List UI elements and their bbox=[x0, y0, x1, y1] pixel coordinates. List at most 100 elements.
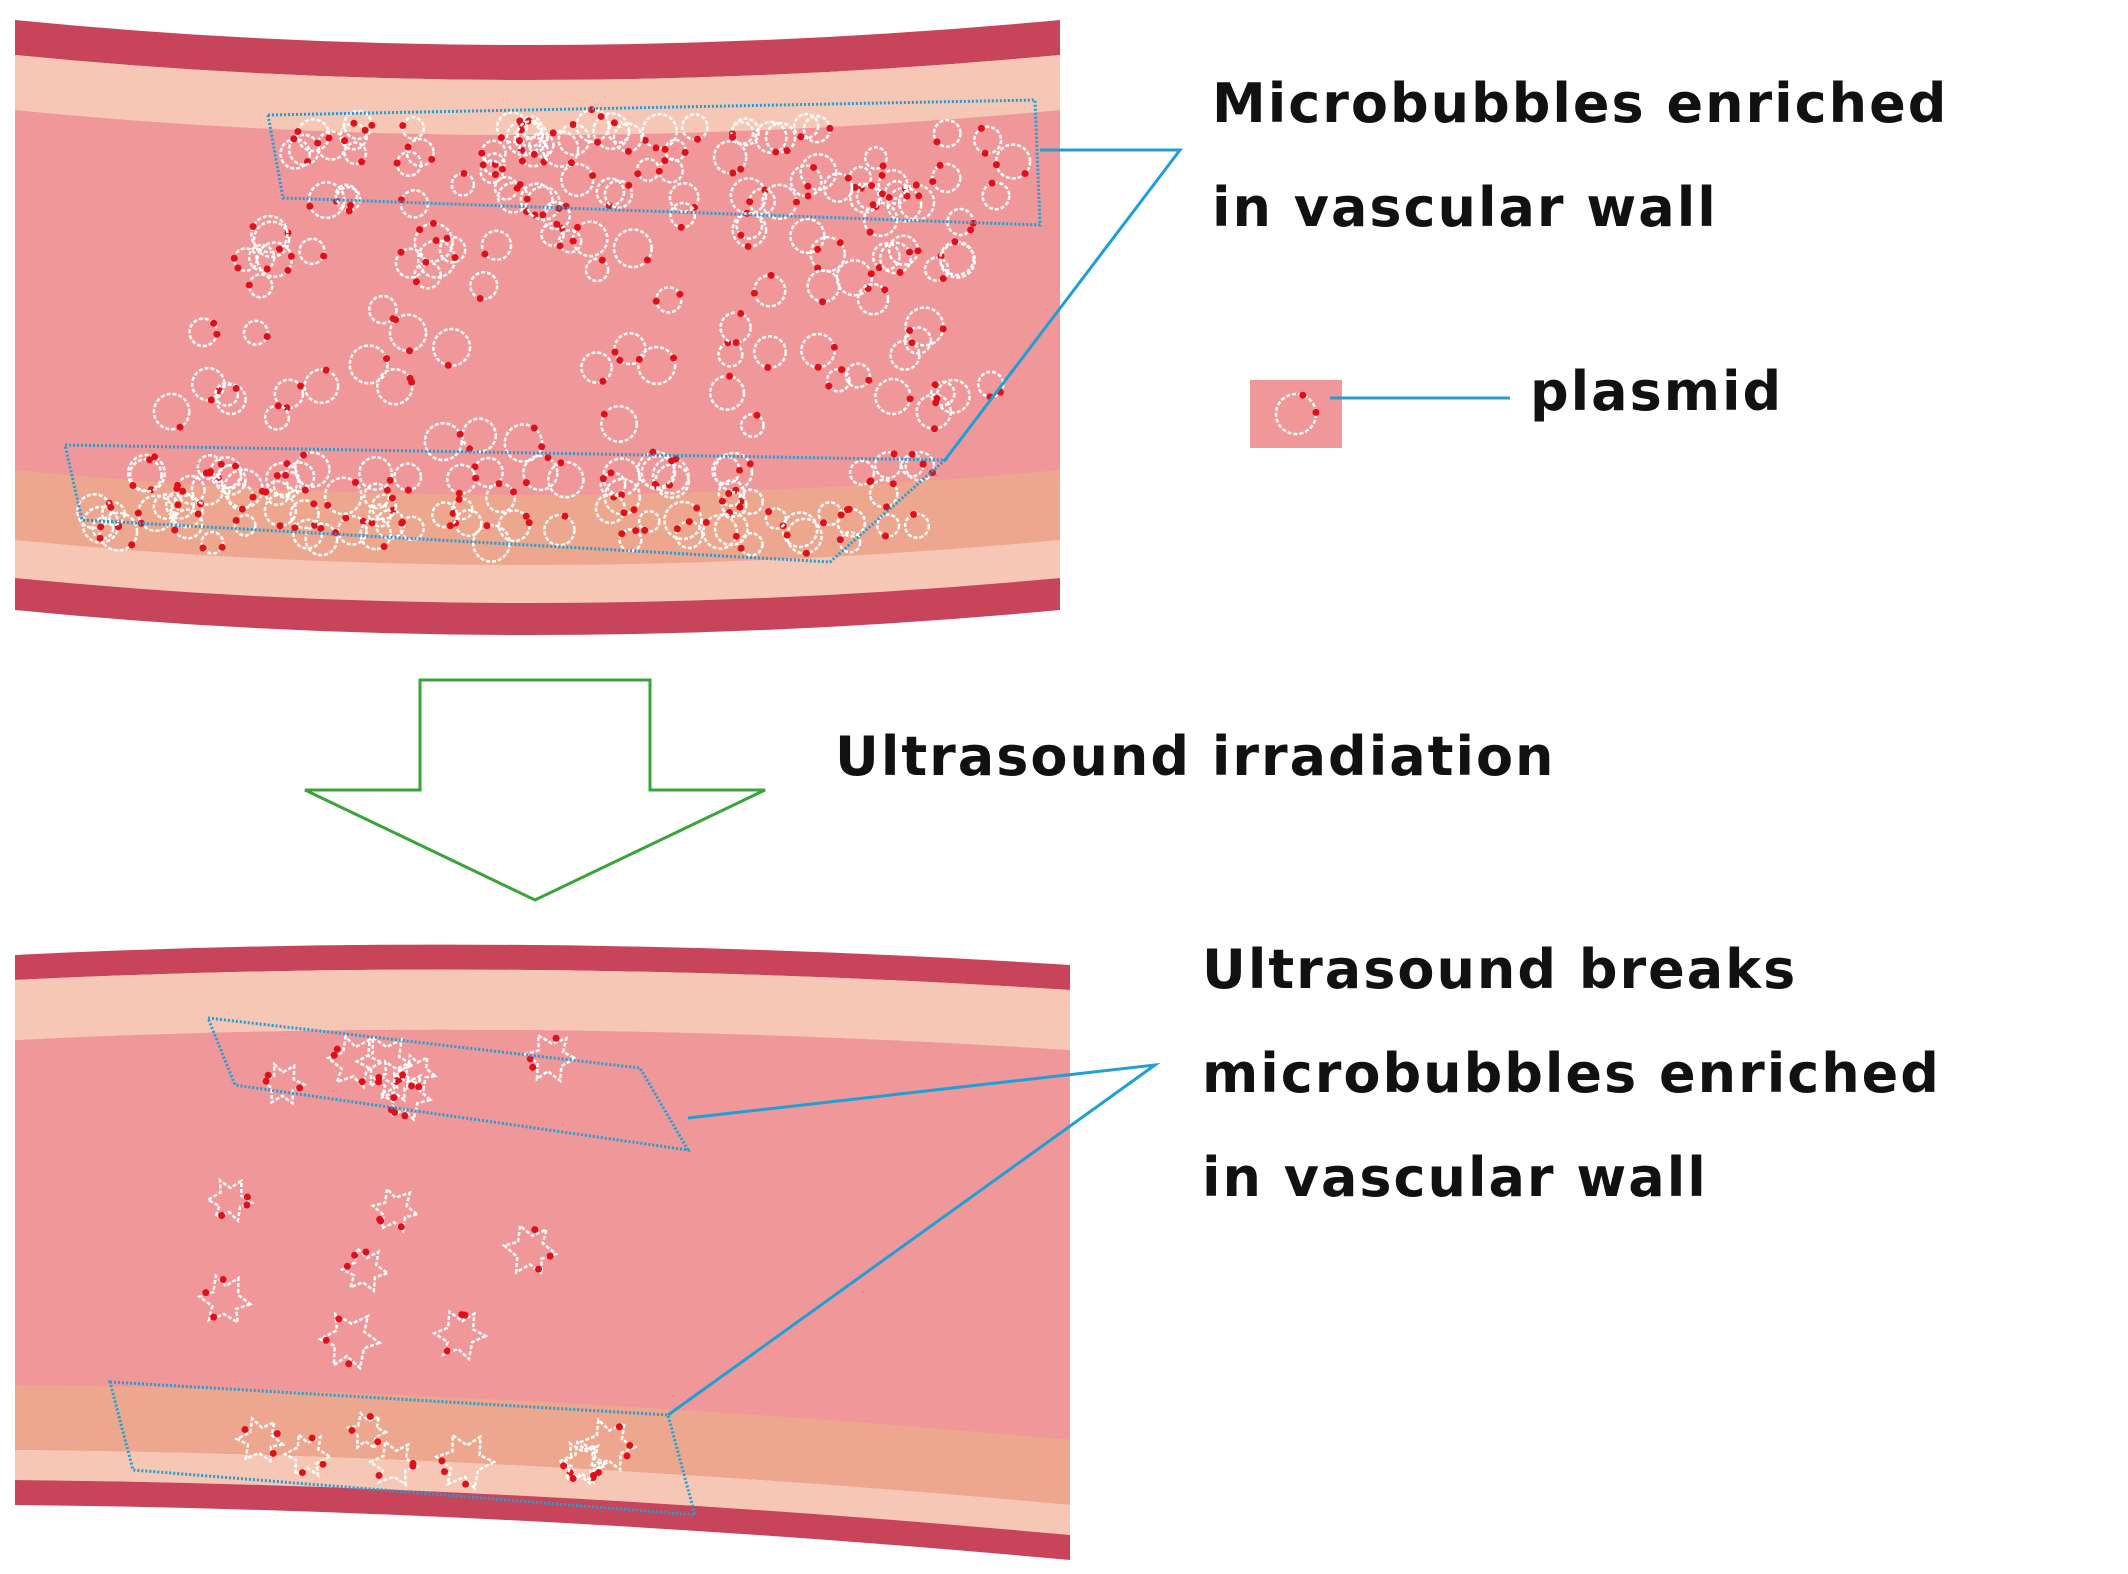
plasmid-dot bbox=[441, 1468, 449, 1476]
plasmid-dot bbox=[906, 395, 914, 403]
microbubble bbox=[454, 508, 483, 538]
plasmid-dot bbox=[594, 138, 602, 146]
enrichment-box-top-2 bbox=[205, 1016, 691, 1152]
microbubble bbox=[298, 237, 326, 266]
microbubble bbox=[232, 247, 259, 273]
microbubble bbox=[994, 143, 1032, 180]
plasmid-dot bbox=[151, 453, 159, 461]
plasmid-dot bbox=[380, 543, 388, 551]
plasmid-dot bbox=[97, 523, 105, 531]
microbubble bbox=[541, 130, 580, 168]
microbubble bbox=[886, 186, 923, 223]
plasmid-dot bbox=[283, 460, 291, 468]
plasmid-dot bbox=[992, 161, 1000, 169]
broken-microbubble bbox=[578, 1417, 638, 1473]
plasmid-dot bbox=[176, 423, 184, 431]
plasmid-dot bbox=[906, 327, 914, 335]
plasmid-dot bbox=[179, 487, 187, 495]
microbubble bbox=[505, 119, 543, 157]
plasmid-dot bbox=[620, 509, 628, 517]
microbubble bbox=[164, 489, 196, 520]
plasmid-dot bbox=[296, 1084, 304, 1092]
plasmid-dot bbox=[661, 145, 669, 153]
plasmid-dot bbox=[173, 485, 181, 493]
plasmid-dot bbox=[881, 532, 889, 540]
plasmid-dot bbox=[810, 163, 818, 171]
microbubble bbox=[304, 522, 339, 557]
plasmid-dot bbox=[797, 133, 805, 141]
plasmid-dot bbox=[750, 289, 758, 297]
plasmid-dot bbox=[530, 150, 538, 158]
microbubble bbox=[472, 456, 504, 489]
microbubble bbox=[793, 112, 820, 140]
plasmid-dot bbox=[737, 544, 745, 552]
plasmid-dot bbox=[358, 158, 366, 166]
plasmid-dot bbox=[350, 119, 358, 127]
plasmid-dot bbox=[416, 226, 424, 234]
vessel-wall-top-outer-2 bbox=[15, 944, 1070, 990]
plasmid-dot bbox=[595, 1469, 603, 1477]
plasmid-dot bbox=[375, 1078, 383, 1086]
plasmid-dot bbox=[406, 347, 414, 355]
microbubble bbox=[128, 458, 163, 492]
plasmid-dot bbox=[889, 480, 897, 488]
microbubble bbox=[923, 256, 950, 282]
plasmid-dot bbox=[932, 399, 940, 407]
plasmid-dot bbox=[626, 1441, 634, 1449]
plasmid-dot bbox=[264, 1071, 272, 1079]
plasmid-dot bbox=[444, 361, 452, 369]
plasmid-dot bbox=[875, 264, 883, 272]
microbubble bbox=[884, 180, 909, 205]
plasmid-dot bbox=[598, 256, 606, 264]
plasmid-dot bbox=[677, 223, 685, 231]
microbubble bbox=[713, 511, 749, 547]
plasmid-dot bbox=[351, 1251, 359, 1259]
plasmid-dot bbox=[737, 165, 745, 173]
microbubble bbox=[265, 461, 300, 497]
plasmid-dot bbox=[404, 486, 412, 494]
microbubble bbox=[348, 344, 389, 385]
plasmid-dot bbox=[210, 1313, 218, 1321]
microbubble bbox=[889, 339, 921, 371]
plasmid-dot bbox=[386, 476, 394, 484]
plasmid-dot bbox=[544, 454, 552, 462]
microbubble bbox=[126, 453, 166, 493]
plasmid-dot bbox=[936, 161, 944, 169]
microbubble bbox=[799, 153, 838, 192]
plasmid-dot bbox=[552, 1034, 560, 1042]
microbubble bbox=[571, 220, 609, 258]
microbubble bbox=[876, 513, 901, 538]
microbubble bbox=[584, 257, 610, 283]
plasmid-dot bbox=[345, 207, 353, 215]
plasmid-dot bbox=[368, 519, 376, 527]
plasmid-dot bbox=[404, 143, 412, 151]
microbubble bbox=[214, 381, 240, 407]
plasmid-dot bbox=[449, 509, 457, 517]
broken-microbubble bbox=[259, 1061, 308, 1106]
microbubble bbox=[719, 311, 752, 344]
plasmid-dot bbox=[1021, 170, 1029, 178]
enrichment-box-bottom bbox=[63, 443, 949, 564]
plasmid-dot bbox=[202, 469, 210, 477]
plasmid-dot bbox=[415, 1083, 423, 1091]
plasmid-dot bbox=[310, 500, 318, 508]
plasmid-dot bbox=[814, 245, 822, 253]
plasmid-dot bbox=[461, 1311, 469, 1319]
plasmid-dot bbox=[275, 245, 283, 253]
plasmid-dot bbox=[283, 404, 291, 412]
plasmid-dot bbox=[322, 1336, 330, 1344]
plasmid-dot bbox=[408, 378, 416, 386]
microbubble bbox=[359, 517, 393, 551]
plasmid-dot bbox=[472, 474, 480, 482]
plasmid-dot bbox=[390, 1094, 398, 1102]
bottom-annotation: Ultrasound breaks microbubbles enriched … bbox=[1202, 918, 1941, 1230]
plasmid-dot bbox=[263, 333, 271, 341]
broken-microbubble bbox=[339, 1246, 390, 1294]
plasmid-dot bbox=[939, 325, 947, 333]
plasmid-dot bbox=[129, 482, 137, 490]
plasmid-dot bbox=[890, 450, 898, 458]
plasmid-dot bbox=[826, 124, 834, 132]
plasmid-dot bbox=[772, 148, 780, 156]
microbubble bbox=[594, 492, 626, 525]
microbubble bbox=[450, 497, 474, 521]
